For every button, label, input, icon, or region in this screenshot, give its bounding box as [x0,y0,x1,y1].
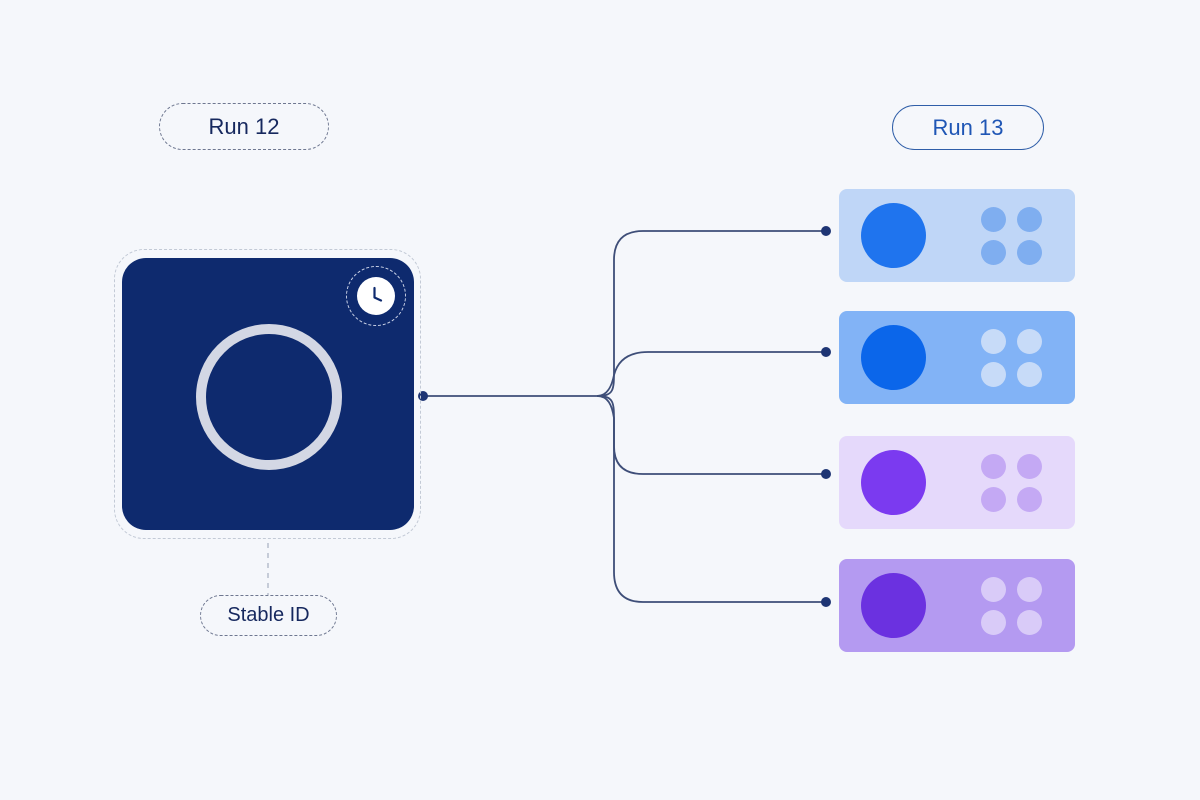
clock-badge [346,266,406,326]
source-node [122,258,414,530]
connector-branch-1 [596,230,826,397]
target-card-4 [839,559,1075,652]
dot-grid-icon [979,327,1043,389]
target-card-3 [839,436,1075,529]
target-main-dot [861,203,926,268]
dot-grid-icon [979,575,1043,637]
connector-branch-2 [596,351,826,397]
source-node-outline [114,249,421,539]
dot-grid-icon [979,205,1043,267]
target-main-dot [861,325,926,390]
clock-icon [357,277,395,315]
run-12-label: Run 12 [159,103,329,150]
ring-icon [196,324,342,470]
target-card-2 [839,311,1075,404]
target-main-dot [861,450,926,515]
connector-branch-4 [596,395,826,603]
stable-id-label: Stable ID [200,595,337,636]
target-port-dot-1 [821,226,831,236]
run-13-label: Run 13 [892,105,1044,150]
target-port-dot-3 [821,469,831,479]
connector-branch-3 [596,395,826,475]
target-port-dot-4 [821,597,831,607]
target-main-dot [861,573,926,638]
dot-grid-icon [979,452,1043,514]
target-port-dot-2 [821,347,831,357]
target-card-1 [839,189,1075,282]
